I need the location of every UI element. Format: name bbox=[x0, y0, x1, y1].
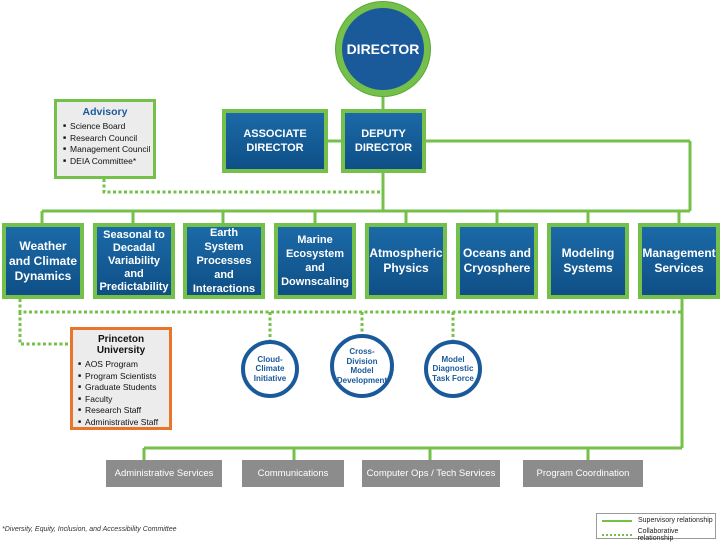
princeton-item: Research Staff bbox=[78, 405, 164, 417]
initiative-label: Cross-Division Model Development bbox=[336, 347, 388, 385]
division-marine-ecosystem: Marine Ecosystem and Downscaling bbox=[274, 223, 356, 299]
service-label: Communications bbox=[257, 468, 329, 479]
service-label: Program Coordination bbox=[536, 468, 630, 479]
initiative-cloud-climate: Cloud-Climate Initiative bbox=[241, 340, 299, 398]
initiative-label: Model Diagnostic Task Force bbox=[432, 354, 474, 383]
princeton-item: Administrative Staff bbox=[78, 417, 164, 429]
advisory-title: Advisory bbox=[82, 106, 128, 118]
division-seasonal-decadal: Seasonal to Decadal Variability and Pred… bbox=[93, 223, 175, 299]
princeton-item: AOS Program bbox=[78, 359, 164, 371]
director-node: DIRECTOR bbox=[336, 2, 430, 96]
service-label: Administrative Services bbox=[114, 468, 214, 479]
division-atmospheric-physics: Atmospheric Physics bbox=[365, 223, 447, 299]
division-label: Seasonal to Decadal Variability and Pred… bbox=[99, 228, 169, 293]
legend-collaborative: Collaborative relationship bbox=[602, 528, 715, 542]
associate-director-node: ASSOCIATE DIRECTOR bbox=[222, 109, 328, 173]
supervisory-line-swatch bbox=[602, 519, 632, 522]
deputy-director-node: DEPUTY DIRECTOR bbox=[341, 109, 426, 173]
division-label: Oceans and Cryosphere bbox=[462, 246, 532, 275]
princeton-item: Faculty bbox=[78, 394, 164, 406]
service-label: Computer Ops / Tech Services bbox=[366, 468, 496, 479]
director-label: DIRECTOR bbox=[346, 41, 420, 57]
advisory-panel: Advisory Science Board Research Council … bbox=[54, 99, 156, 179]
princeton-item: Graduate Students bbox=[78, 382, 164, 394]
princeton-item: Program Scientists bbox=[78, 371, 164, 383]
footnote: *Diversity, Equity, Inclusion, and Acces… bbox=[2, 526, 177, 533]
division-oceans-cryosphere: Oceans and Cryosphere bbox=[456, 223, 538, 299]
service-communications: Communications bbox=[242, 460, 344, 487]
advisory-item: Management Council bbox=[63, 144, 150, 156]
division-weather-climate: Weather and Climate Dynamics bbox=[2, 223, 84, 299]
division-label: Management Services bbox=[642, 246, 716, 275]
advisory-item: Research Council bbox=[63, 133, 147, 145]
division-label: Marine Ecosystem and Downscaling bbox=[281, 234, 349, 288]
legend-supervisory: Supervisory relationship bbox=[602, 517, 713, 524]
service-program-coordination: Program Coordination bbox=[523, 460, 643, 487]
advisory-item: Science Board bbox=[63, 121, 147, 133]
initiative-cross-division: Cross-Division Model Development bbox=[330, 334, 394, 398]
service-computer-ops: Computer Ops / Tech Services bbox=[362, 460, 500, 487]
division-label: Weather and Climate Dynamics bbox=[8, 238, 77, 283]
division-management-services: Management Services bbox=[638, 223, 720, 299]
princeton-panel: Princeton University AOS Program Program… bbox=[70, 327, 172, 430]
initiative-model-diagnostic: Model Diagnostic Task Force bbox=[424, 340, 482, 398]
service-administrative: Administrative Services bbox=[106, 460, 222, 487]
legend-supervisory-label: Supervisory relationship bbox=[638, 517, 713, 524]
legend: Supervisory relationship Collaborative r… bbox=[596, 513, 716, 542]
legend-collaborative-label: Collaborative relationship bbox=[637, 528, 679, 542]
advisory-item: DEIA Committee* bbox=[63, 156, 147, 168]
division-label: Earth System Processes and Interactions bbox=[192, 227, 256, 295]
division-label: Atmospheric Physics bbox=[369, 246, 443, 275]
collaborative-line-swatch bbox=[602, 534, 632, 536]
division-modeling-systems: Modeling Systems bbox=[547, 223, 629, 299]
division-earth-system: Earth System Processes and Interactions bbox=[183, 223, 265, 299]
associate-director-label: ASSOCIATE DIRECTOR bbox=[243, 128, 307, 154]
deputy-director-label: DEPUTY DIRECTOR bbox=[354, 128, 413, 154]
division-label: Modeling Systems bbox=[561, 246, 615, 275]
initiative-label: Cloud-Climate Initiative bbox=[253, 354, 287, 383]
princeton-title: Princeton University bbox=[96, 334, 146, 356]
